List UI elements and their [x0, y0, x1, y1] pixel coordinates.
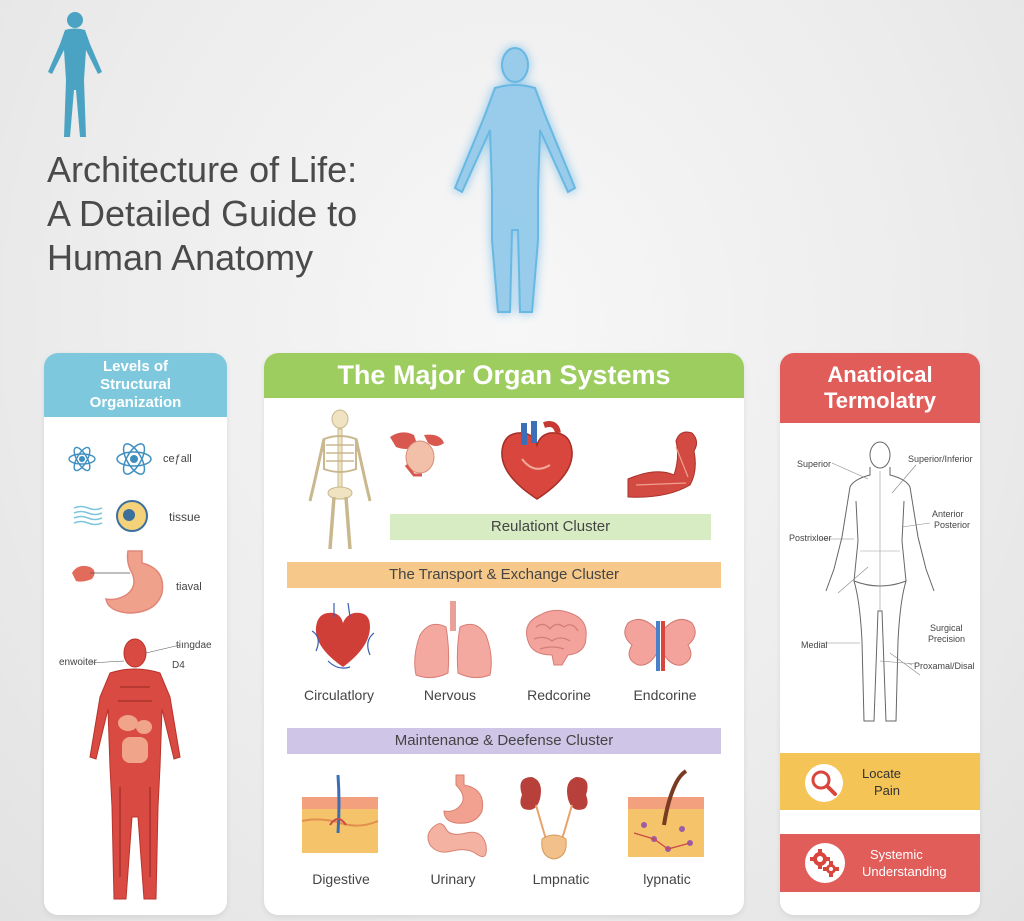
levels-panel-header: Levels of Structural Organization [44, 353, 227, 417]
lungs-icon [414, 601, 492, 679]
page-title: Architecture of Life: A Detailed Guide t… [47, 148, 427, 280]
systemic-understanding-text: Systemic Understanding [862, 846, 947, 880]
term-superior: Superior [797, 459, 832, 469]
lypnatic-label: lypnatic [643, 871, 691, 887]
glowing-body-icon [453, 47, 577, 313]
skin-section-icon [301, 774, 379, 853]
organ-systems-header: The Major Organ Systems [264, 353, 744, 398]
tissue-label: tissue [169, 510, 201, 524]
term-postrixloer: Postrixloer [789, 533, 832, 543]
skeleton-icon [308, 409, 372, 550]
terminology-header: Anatioical Termolatry [780, 353, 980, 423]
atom-icon [68, 446, 96, 472]
levels-panel: Levels of Structural Organization ceƒall… [44, 353, 227, 915]
term-superior-inferior: Superior/Inferior [908, 454, 973, 464]
system-label-left: enwoiter [59, 657, 97, 668]
urinary-label: Urinary [430, 871, 476, 887]
organ-systems-panel: The Major Organ Systems Reulationt Clust… [264, 353, 744, 915]
regulation-cluster-label: Reulationt Cluster [490, 518, 611, 535]
urinary-icon [520, 777, 588, 860]
brain-icon [526, 609, 587, 666]
magnifier-icon [805, 764, 843, 802]
lmpnatic-label: Lmpnatic [532, 871, 590, 887]
cell-icon [116, 500, 148, 532]
terminology-header-line-1: Anatioical [827, 362, 933, 387]
title-line-3: Human Anatomy [47, 237, 314, 278]
systemic-label: Systemic [870, 847, 923, 862]
human-figure-icon [48, 12, 102, 137]
cell-label: ceƒall [163, 453, 192, 465]
leader-lines [820, 462, 931, 676]
body-outline-icon [825, 441, 935, 722]
terminology-panel: Anatioical Termolatry Superior Superior/… [780, 353, 980, 915]
levels-header-line-1: Levels of [102, 358, 169, 375]
digestive-icon [427, 774, 487, 858]
muscle-figure-icon [89, 638, 181, 900]
levels-header-line-2: Structural [100, 376, 171, 393]
organ-label: tiaval [176, 581, 202, 593]
arm-muscle-icon [627, 431, 698, 498]
heart-icon [501, 421, 573, 500]
term-posterior: Posterior [934, 520, 971, 530]
gears-icon [805, 843, 845, 883]
title-line-1: Architecture of Life: [47, 149, 358, 190]
stomach-icon [72, 550, 164, 614]
nervous-label: Nervous [423, 687, 477, 703]
levels-header-line-3: Organization [89, 394, 182, 411]
pain-label: Pain [874, 783, 901, 798]
transport-cluster-label: The Transport & Exchange Cluster [388, 566, 620, 583]
locate-pain-button[interactable]: Locate Pain [780, 753, 980, 810]
redcorine-label: Redcorine [527, 687, 591, 703]
term-anterior: Anterior [932, 509, 964, 519]
locate-pain-text: Locate Pain [862, 765, 901, 799]
regulation-cluster-band: Reulationt Cluster [390, 514, 711, 540]
digestive-label: Digestive [312, 871, 370, 887]
lymphatic-skin-icon [628, 769, 704, 857]
system-code-label: D4 [172, 660, 185, 671]
atom-icon [116, 443, 152, 475]
transport-cluster-band: The Transport & Exchange Cluster [287, 562, 721, 588]
maintenance-cluster-label: Maintenanœ & Deefense Cluster [394, 732, 614, 749]
maintenance-cluster-band: Maintenanœ & Deefense Cluster [287, 728, 721, 754]
tissue-icon [73, 505, 103, 526]
term-precision: Precision [928, 634, 966, 644]
locate-label: Locate [862, 766, 902, 781]
title-line-2: A Detailed Guide to [47, 193, 358, 234]
endocrine-icon [624, 618, 696, 671]
term-medial: Medial [801, 640, 828, 650]
circulatory-label: Circulatlory [303, 687, 374, 703]
circulatory-heart-icon [311, 602, 375, 669]
endocrine-label: Endcorine [633, 687, 697, 703]
understanding-label: Understanding [862, 864, 947, 879]
terminology-header-line-2: Termolatry [823, 388, 937, 413]
term-proximal-distal: Proxamal/Disal [914, 661, 975, 671]
term-surgical: Surgical [930, 623, 963, 633]
systemic-understanding-button[interactable]: Systemic Understanding [780, 834, 980, 892]
system-label-right: tiıngdae [176, 640, 212, 651]
joint-icon [390, 432, 444, 477]
